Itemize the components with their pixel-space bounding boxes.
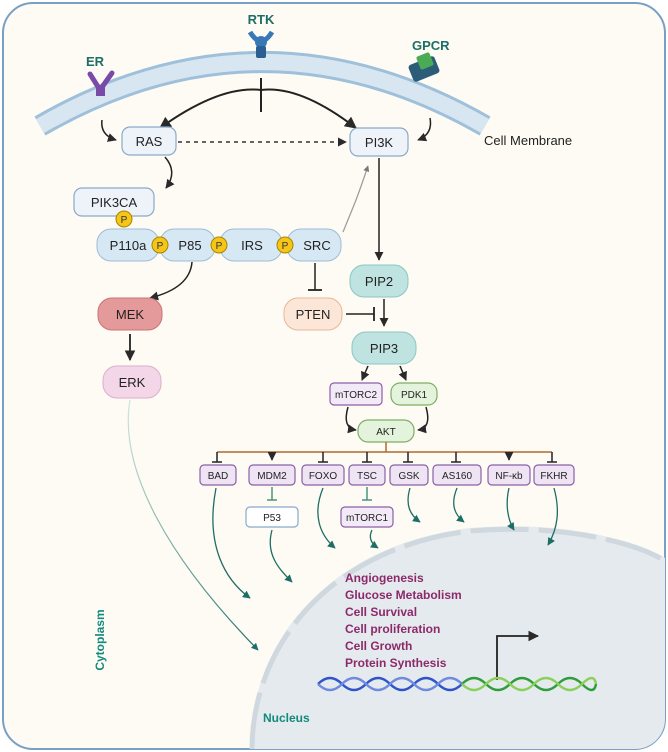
src-label: SRC bbox=[303, 238, 330, 253]
erk-label: ERK bbox=[119, 375, 146, 390]
target-mdm2 bbox=[248, 464, 296, 486]
dna-helix-icon bbox=[317, 676, 598, 692]
outcome-angiogenesis: Angiogenesis bbox=[345, 571, 424, 585]
pip2-label: PIP2 bbox=[365, 274, 393, 289]
cellular-outcomes: Angiogenesis Glucose Metabolism Cell Sur… bbox=[345, 571, 462, 670]
nucleus bbox=[250, 526, 665, 749]
pi3k-label: PI3K bbox=[365, 135, 394, 150]
phospho-badge: P bbox=[115, 210, 133, 228]
rtk-label: RTK bbox=[248, 12, 275, 27]
target-as160 bbox=[432, 464, 482, 486]
pip2-node bbox=[349, 264, 409, 298]
target-foxo-label: FOXO bbox=[309, 471, 338, 482]
p53-node bbox=[245, 506, 299, 528]
cell-membrane-label: Cell Membrane bbox=[484, 133, 572, 148]
target-tsc-label: TSC bbox=[357, 471, 377, 482]
pik3ca-node bbox=[73, 187, 155, 217]
target-nfkb-label: NF-κb bbox=[495, 471, 523, 482]
mtorc1-node bbox=[340, 506, 394, 528]
mek-node bbox=[97, 297, 163, 331]
target-bad-label: BAD bbox=[208, 471, 229, 482]
er-receptor-icon bbox=[87, 70, 115, 96]
outcome-cell-proliferation: Cell proliferation bbox=[345, 622, 440, 636]
outcome-glucose-metabolism: Glucose Metabolism bbox=[345, 588, 462, 602]
p110a-label: P110a bbox=[110, 238, 147, 253]
ras-label: RAS bbox=[136, 134, 163, 149]
target-gsk-label: GSK bbox=[398, 471, 419, 482]
mtorc2-node bbox=[329, 382, 383, 406]
phospho-badge: P bbox=[151, 236, 169, 254]
akt-label: AKT bbox=[376, 427, 395, 438]
mek-label: MEK bbox=[116, 307, 145, 322]
rtk-receptor-icon bbox=[247, 30, 275, 58]
pten-label: PTEN bbox=[296, 307, 331, 322]
target-gsk bbox=[389, 464, 429, 486]
p85-label: P85 bbox=[178, 238, 201, 253]
pip3-label: PIP3 bbox=[370, 341, 398, 356]
pip3-node bbox=[351, 331, 417, 365]
mtorc2-label: mTORC2 bbox=[335, 390, 377, 401]
target-tsc bbox=[348, 464, 386, 486]
cytoplasm-label: Cytoplasm bbox=[93, 609, 107, 670]
svg-text:P: P bbox=[216, 241, 223, 252]
outcome-protein-synthesis: Protein Synthesis bbox=[345, 656, 447, 670]
outcome-cell-survival: Cell Survival bbox=[345, 605, 417, 619]
svg-text:P: P bbox=[121, 215, 128, 226]
er-label: ER bbox=[86, 54, 105, 69]
erk-node bbox=[102, 365, 162, 399]
target-bad bbox=[199, 464, 237, 486]
irs-label: IRS bbox=[241, 238, 263, 253]
p53-label: P53 bbox=[263, 513, 281, 524]
target-fkhr-label: FKHR bbox=[540, 471, 567, 482]
target-nfkb bbox=[487, 464, 531, 486]
gpcr-receptor-icon bbox=[408, 52, 440, 82]
nucleus-label: Nucleus bbox=[263, 711, 310, 725]
target-mdm2-label: MDM2 bbox=[257, 471, 287, 482]
phospho-badge: P bbox=[276, 236, 294, 254]
pdk1-node bbox=[390, 382, 438, 406]
gpcr-label: GPCR bbox=[412, 38, 450, 53]
pdk1-label: PDK1 bbox=[401, 390, 428, 401]
pik3ca-label: PIK3CA bbox=[91, 195, 138, 210]
target-foxo bbox=[301, 464, 345, 486]
mtorc1-label: mTORC1 bbox=[346, 513, 388, 524]
target-as160-label: AS160 bbox=[442, 471, 472, 482]
target-fkhr bbox=[533, 464, 575, 486]
pten-node bbox=[283, 297, 343, 331]
outcome-cell-growth: Cell Growth bbox=[345, 639, 412, 653]
phospho-badge: P bbox=[210, 236, 228, 254]
svg-text:P: P bbox=[282, 241, 289, 252]
ras-node bbox=[121, 126, 177, 156]
pi3k-node bbox=[349, 127, 409, 157]
nuclear-envelope bbox=[249, 526, 665, 749]
svg-text:P: P bbox=[157, 241, 164, 252]
